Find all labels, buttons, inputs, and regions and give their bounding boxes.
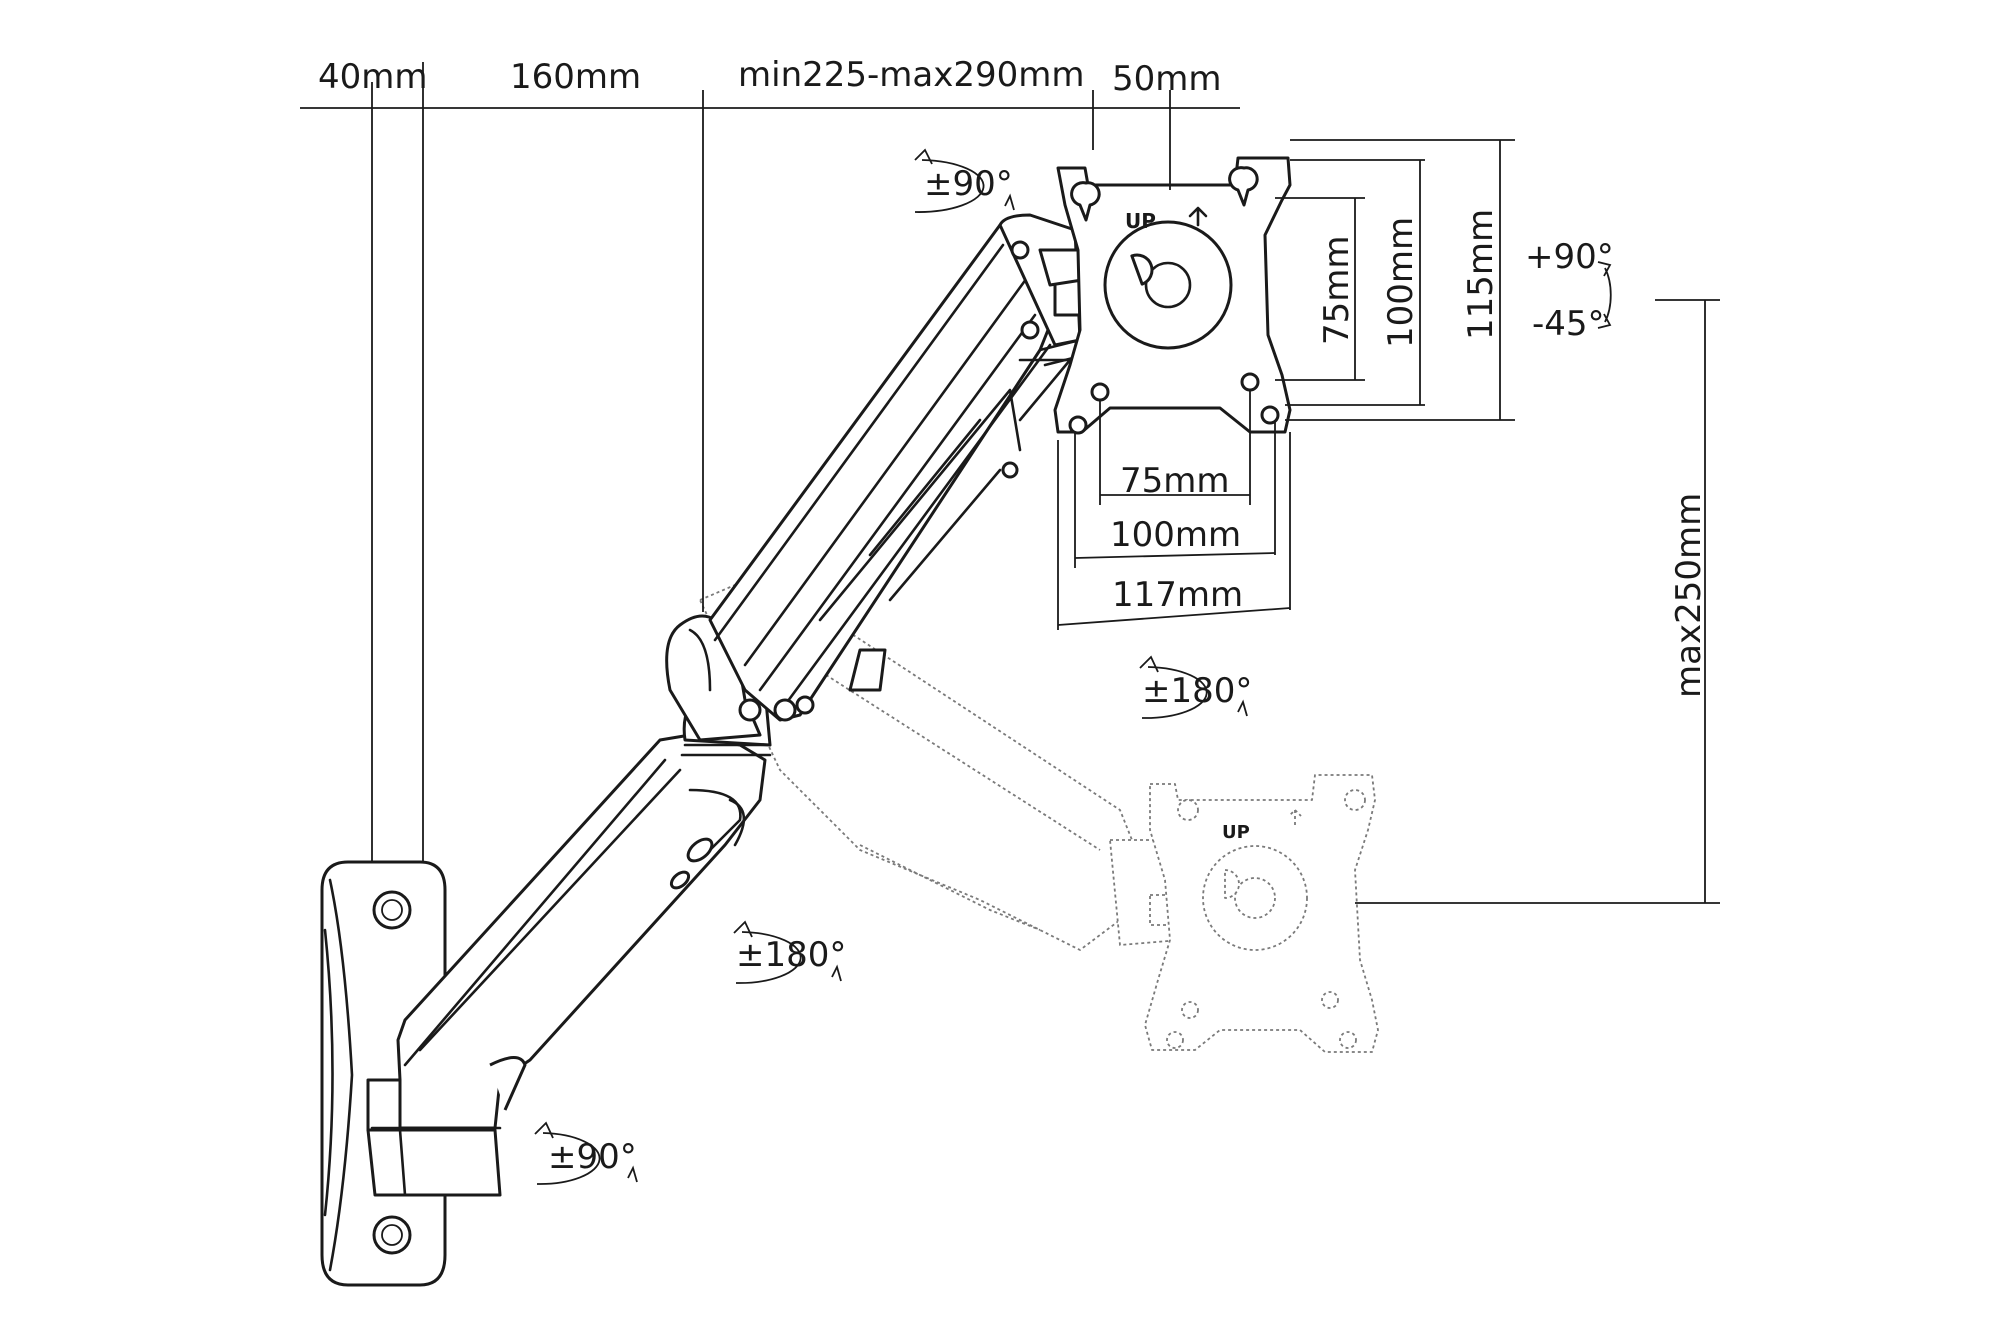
dimension-lines [300,62,1720,904]
dim-vesa-v-100: 100mm [1381,217,1421,348]
rotate-arrow-icon [536,1132,601,1185]
rotation-head-swivel: ±90° [914,148,1015,213]
up-arrow-icon [1188,206,1208,227]
rotate-arrow-icon [735,931,802,984]
tilt-arrow-icon [1604,267,1612,323]
svg-text:-45°: -45° [1532,304,1605,344]
up-label: UP [1125,209,1156,233]
ghost-up-label: UP [1222,822,1250,843]
dim-wall-offset: 40mm [318,57,428,97]
wall-plate [320,860,502,1287]
lower-arm [396,688,772,1130]
rotation-head-rotation: ±180° [1139,655,1252,719]
dim-second-arm: min225-max290mm [738,55,1085,95]
dim-plate-width: 117mm [1112,575,1243,615]
svg-text:±180°: ±180° [1142,671,1252,711]
svg-text:±180°: ±180° [736,935,846,975]
dim-first-arm: 160mm [510,57,641,97]
dim-vesa-v-75: 75mm [1317,235,1357,345]
dim-height-range: max250mm [1669,493,1709,698]
rotation-elbow-swivel: ±180° [733,920,846,984]
rotate-arrow-icon [914,159,985,213]
dim-plate-height: 115mm [1461,209,1501,340]
rotation-tilt: +90° -45° [1525,237,1614,344]
dim-tilt-offset: 50mm [1112,59,1222,99]
svg-text:±90°: ±90° [548,1137,637,1177]
svg-text:±90°: ±90° [924,164,1013,204]
svg-text:+90°: +90° [1525,237,1614,277]
dim-vesa-h-75: 75mm [1120,461,1230,501]
vesa-plate: UP [1053,156,1292,435]
rotation-base-swivel: ±90° [534,1121,638,1185]
dim-vesa-h-100: 100mm [1110,515,1241,555]
rotate-arrow-icon [1141,666,1208,719]
ghost-vesa-plate: UP [1144,774,1379,1053]
upper-arm [665,213,1092,742]
